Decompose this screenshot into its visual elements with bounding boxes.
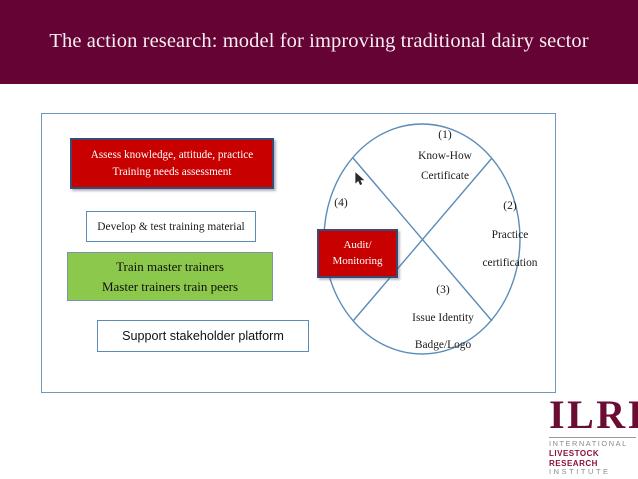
quadrant-2-line-2: certification xyxy=(482,256,538,269)
quadrant-4-number: (4) xyxy=(334,197,348,209)
quadrant-1-number: (1) xyxy=(438,129,452,141)
diagonal-line-ne-sw xyxy=(352,157,493,322)
quadrant-3-line-1: Issue Identity xyxy=(412,311,474,324)
quadrant-label-1: (1) Know-How Certificate xyxy=(390,128,500,184)
quadrant-2-number: (2) xyxy=(503,200,517,212)
quadrant-3-number: (3) xyxy=(436,284,450,296)
ilri-logo-mark: ILRI xyxy=(549,392,638,437)
step-box-train[interactable]: Train master trainers Master trainers tr… xyxy=(67,252,273,301)
step-train-line-2: Master trainers train peers xyxy=(101,278,239,294)
quadrant-label-4: (4) xyxy=(316,196,366,212)
ilri-logo-line-1: INTERNATIONAL xyxy=(549,439,628,449)
ilri-logo-divider xyxy=(549,437,636,439)
step-develop-line-1: Develop & test training material xyxy=(97,220,245,233)
step-assess-line-2: Training needs assessment xyxy=(112,165,232,178)
ilri-logo-line-2: LIVESTOCK RESEARCH xyxy=(549,449,600,468)
audit-line-2: Monitoring xyxy=(332,254,383,267)
quadrant-1-line-2: Certificate xyxy=(420,169,470,182)
quadrant-1-line-1: Know-How xyxy=(418,149,472,162)
step-support-line-1: Support stakeholder platform xyxy=(122,329,284,343)
step-assess-line-1: Assess knowledge, attitude, practice xyxy=(90,149,254,162)
step-box-develop[interactable]: Develop & test training material xyxy=(86,211,256,242)
step-train-line-1: Train master trainers xyxy=(116,259,224,274)
ilri-logo: ILRI INTERNATIONAL LIVESTOCK RESEARCH IN… xyxy=(549,392,638,476)
quadrant-label-3: (3) Issue Identity Badge/Logo xyxy=(388,283,498,353)
audit-line-1: Audit/ xyxy=(343,238,372,251)
mouse-pointer-icon xyxy=(355,172,366,186)
ilri-logo-line-3: INSTITUTE xyxy=(549,467,611,476)
slide-title-banner: The action research: model for improving… xyxy=(0,0,638,84)
quadrant-3-line-2: Badge/Logo xyxy=(414,338,472,351)
quadrant-label-2: (2) Practice certification xyxy=(455,199,565,271)
step-box-assess[interactable]: Assess knowledge, attitude, practice Tra… xyxy=(70,138,274,189)
quadrant-2-line-1: Practice xyxy=(491,228,529,241)
step-box-support[interactable]: Support stakeholder platform xyxy=(97,320,309,352)
page-title: The action research: model for improving… xyxy=(49,30,589,53)
audit-monitoring-box[interactable]: Audit/ Monitoring xyxy=(317,229,398,278)
